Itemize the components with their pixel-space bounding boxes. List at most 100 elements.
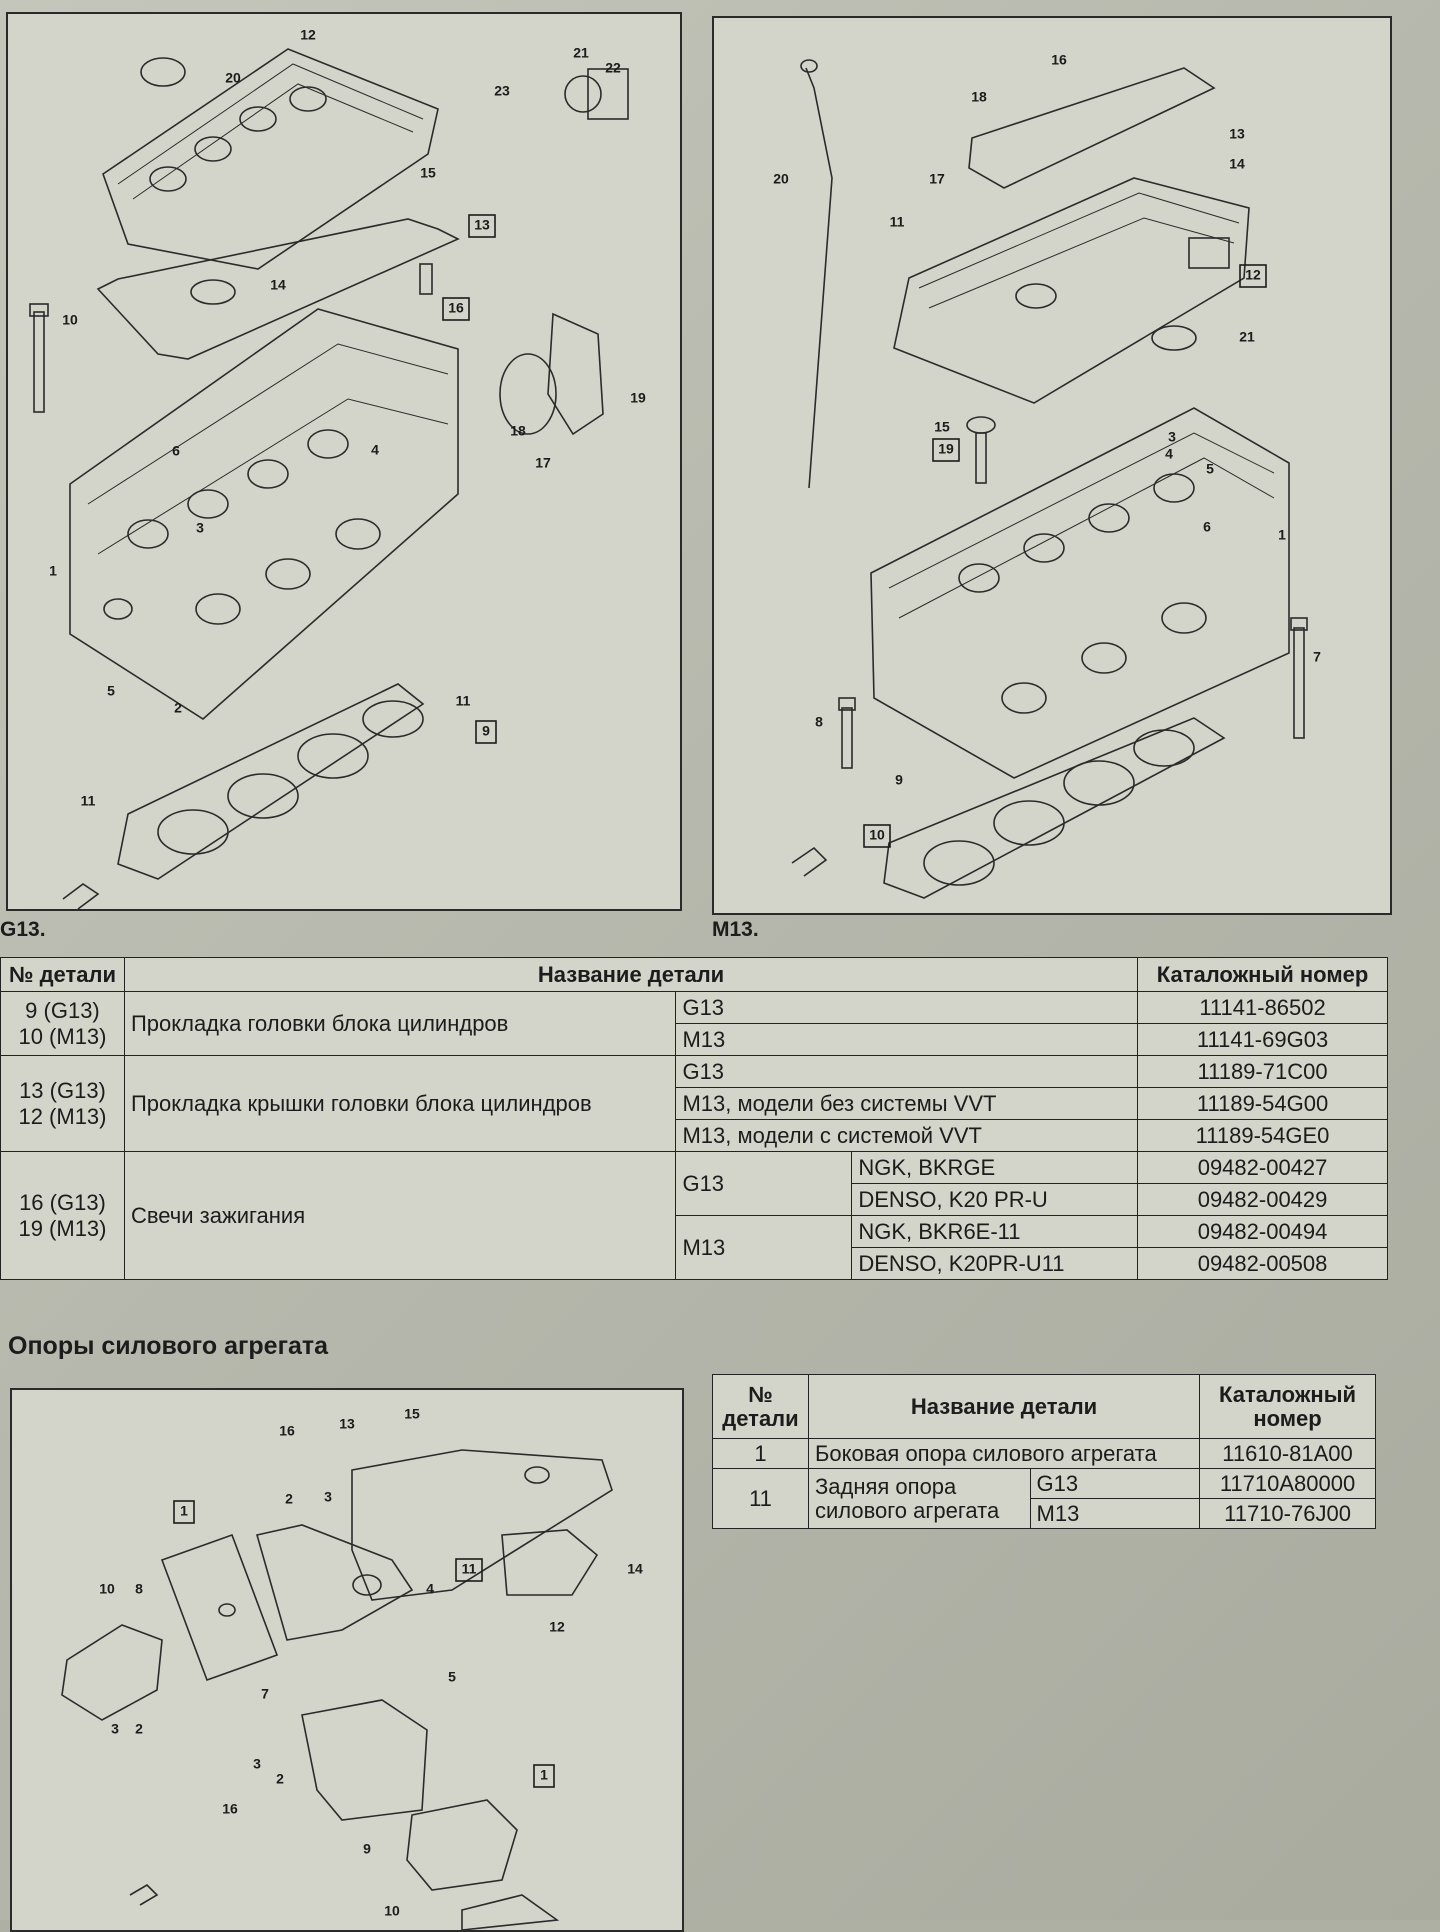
callout-label: 8 [135,1581,143,1597]
callout-label: 6 [172,443,180,459]
callout-label: 16 [448,300,464,316]
part-name-cell: Прокладка крышки головки блока цилиндров [123,1055,677,1152]
callout-label: 15 [420,165,436,181]
catalog-number-cell: 09482-00494 [1137,1215,1388,1248]
plug-brand-cell: NGK, BKR6E-11 [851,1215,1139,1248]
head-bolt-drawing [838,617,1308,769]
variant-cell: G13 [1029,1468,1201,1499]
variant-cell: M13 [1029,1498,1201,1529]
section-heading-engine-mounts: Опоры силового агрегата [8,1332,329,1360]
part-name-cell: Прокладка головки блока цилиндров [123,991,677,1056]
header-part-name: Название детали [807,1374,1201,1439]
plug-brand-cell: DENSO, K20 PR-U [851,1183,1139,1216]
callout-label: 12 [1245,267,1261,283]
spark-plug-drawing [966,416,996,484]
plug-brand-cell: NGK, BKRGE [851,1151,1139,1184]
catalog-number-cell: 11141-86502 [1137,991,1388,1024]
callout-box [1239,264,1267,288]
header-part-number: № детали [712,1374,809,1439]
callout-label: 3 [196,520,204,536]
callout-label: 1 [540,1767,548,1783]
callout-label: 11 [462,1561,477,1577]
callout-label: 3 [1168,429,1176,445]
table-row: M13 11141-69G03 [1,1023,1388,1056]
lower-mount-cushion-drawing [406,1799,560,1930]
callout-label: 5 [448,1669,456,1685]
side-mount-drawing [160,1533,279,1682]
front-arrow-icon [129,1883,159,1906]
callout-label: 13 [1229,126,1245,142]
callout-label: 14 [627,1561,643,1577]
callout-box [173,1500,195,1524]
catalog-number-cell: 11610-81A00 [1199,1438,1376,1469]
callout-label: 19 [630,390,646,406]
table-row: DENSO, K20PR-U11 09482-00508 [1,1247,1388,1280]
oil-cap-drawing [1151,325,1197,351]
table-row: 13 (G13) 12 (M13) Прокладка крышки голов… [0,1055,1388,1152]
cylinder-head-cover-drawing [893,177,1250,404]
callout-label: 15 [404,1406,420,1422]
callout-label: 16 [222,1801,238,1817]
callout-label: 10 [869,827,885,843]
catalog-number-cell: 11710-76J00 [1199,1498,1376,1529]
parts-table-head-gaskets-plugs: № детали Название детали Каталожный номе… [0,957,1388,1280]
dipstick-drawing [800,59,833,489]
callout-label: 2 [276,1771,284,1787]
catalog-number-cell: 11189-71C00 [1137,1055,1388,1088]
callout-box [468,214,496,238]
catalog-number-cell: 09482-00508 [1137,1247,1388,1280]
callout-label: 21 [573,45,589,61]
callout-label: 5 [107,683,115,699]
header-catalog-number: Каталожный номер [1199,1374,1376,1439]
callout-box [442,297,470,321]
mount-bracket-4-drawing [255,1524,414,1641]
m13-caption: M13. [712,918,759,941]
timing-cover-parts-drawing [419,68,629,436]
table-row: 11 Задняя опора силового агрегата G13 11… [712,1468,1376,1529]
callout-box [455,1558,483,1582]
callout-label: 7 [1313,649,1321,665]
part-number-cell: 13 (G13) 12 (M13) [0,1055,125,1152]
callout-label: 2 [285,1491,293,1507]
callout-label: 12 [549,1619,565,1635]
callout-label: 21 [1239,329,1255,345]
callout-label: 19 [938,441,954,457]
table-header-row: № детали Название детали Каталожный номе… [0,957,1388,992]
rear-mount-cushion-drawing [501,1529,599,1596]
callout-label: 20 [225,70,241,86]
callout-label: 10 [384,1903,400,1919]
cover-gasket-drawing [96,218,460,360]
callout-label: 1 [180,1503,188,1519]
left-bracket-drawing [61,1624,163,1721]
callout-box [863,824,891,848]
callout-box [475,720,497,744]
catalog-number-cell: 11141-69G03 [1137,1023,1388,1056]
callout-label: 11 [456,693,471,709]
rear-mount-bracket-drawing [351,1449,613,1601]
plug-brand-cell: DENSO, K20PR-U11 [851,1247,1139,1280]
callout-label: 14 [1229,156,1245,172]
callout-label: 9 [895,772,903,788]
table-row: 1 Боковая опора силового агрегата 11610-… [712,1438,1376,1469]
callout-label: 1 [49,563,57,579]
callout-label: 11 [81,793,96,809]
callout-label: 18 [510,423,526,439]
callout-label: 8 [815,714,823,730]
table-row: 9 (G13) 10 (M13) Прокладка головки блока… [0,991,1388,1056]
callout-label: 4 [1165,446,1173,462]
callout-label: 1 [1278,527,1286,543]
callout-label: 10 [99,1581,115,1597]
variant-cell: M13 [675,1023,1139,1056]
callout-label: 3 [111,1721,119,1737]
front-arrow-icon [791,846,828,877]
catalog-number-cell: 11710A80000 [1199,1468,1376,1499]
callout-label: 10 [62,312,78,328]
callout-label: 3 [253,1756,261,1772]
callout-label: 9 [482,723,490,739]
